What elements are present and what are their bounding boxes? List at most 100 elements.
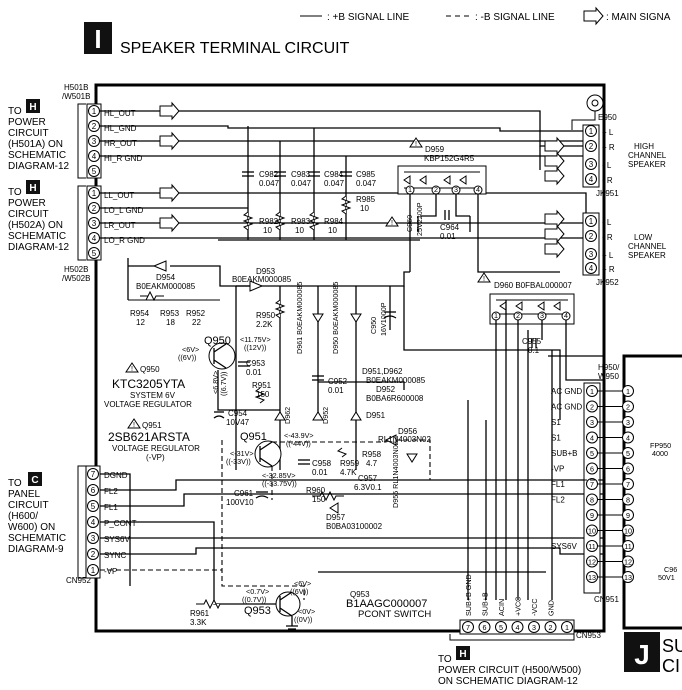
svg-text:W950: W950 — [598, 372, 619, 381]
svg-text:2: 2 — [589, 142, 594, 151]
svg-text:B0EAKM000085: B0EAKM000085 — [232, 275, 292, 284]
svg-text:10: 10 — [295, 226, 304, 235]
svg-text:P_CONT: P_CONT — [104, 519, 137, 528]
svg-text:3: 3 — [589, 160, 594, 169]
svg-text:D952: D952 — [376, 385, 396, 394]
svg-text:6.3V0.1: 6.3V0.1 — [354, 483, 382, 492]
cn951-pin — [586, 431, 598, 444]
legend: : +B SIGNAL LINE : -B SIGNAL LINE : MAIN… — [300, 6, 671, 26]
svg-text:W600) ON: W600) ON — [8, 522, 55, 533]
legend-minus-b: : -B SIGNAL LINE — [475, 12, 555, 23]
right-board-pin-number: 10 — [624, 527, 632, 536]
cn951-pin — [586, 524, 598, 537]
pin-label: HR_OUT — [104, 139, 137, 148]
svg-text:FL2: FL2 — [104, 487, 118, 496]
cn951-label: CN951 — [594, 595, 619, 604]
svg-text:TO: TO — [8, 187, 22, 198]
pin-label: LR_OUT — [104, 221, 136, 230]
pin-label: HL_OUT — [104, 109, 136, 118]
svg-text:H: H — [29, 102, 36, 113]
pin-label: HI_R GND — [104, 154, 142, 163]
cn951-pin — [586, 540, 598, 552]
right-board-pin-number: 1 — [626, 387, 630, 396]
svg-text:<0V>: <0V> — [298, 607, 315, 616]
connector-cn952: 7 6 5 4 3 2 1 DGND FL2 FL1 P_CONT SYS6V … — [85, 465, 604, 605]
svg-text:3: 3 — [91, 534, 96, 543]
q951-part: 2SB621ARSTA — [108, 430, 190, 444]
q953-label: Q953 — [244, 605, 271, 617]
svg-text:Q951: Q951 — [142, 421, 162, 430]
cn953-pin — [478, 621, 491, 633]
left-ref-1: H501B /W501B TO H POWER CIRCUIT (H501A) … — [8, 83, 90, 179]
svg-text:VOLTAGE REGULATOR: VOLTAGE REGULATOR — [104, 400, 192, 409]
svg-text:0.01: 0.01 — [246, 368, 262, 377]
svg-text:CI: CI — [662, 656, 680, 676]
connector-h502: 1 2 3 4 5 LL_OUT LO_L GND LR_OUT LO_R GN… — [86, 185, 145, 261]
svg-text:3: 3 — [92, 219, 97, 228]
d959-label: D959 — [425, 145, 445, 154]
svg-text:!: ! — [133, 420, 135, 429]
svg-text:<6V>: <6V> — [294, 579, 311, 588]
svg-text:2: 2 — [516, 311, 520, 320]
svg-text:4: 4 — [589, 264, 594, 273]
svg-text:3: 3 — [589, 250, 594, 259]
svg-text:- R: - R — [602, 233, 613, 242]
svg-text:CIRCUIT: CIRCUIT — [8, 500, 49, 511]
svg-text:B0BA03100002: B0BA03100002 — [326, 522, 383, 531]
connector-cn952: CN952 — [66, 576, 91, 585]
cn953-pin-label: ACIN — [497, 599, 506, 616]
svg-text:4: 4 — [564, 311, 568, 320]
q950-part: KTC3205YTA — [112, 377, 185, 391]
left-ref-3: TO C PANEL CIRCUIT (H600/ W600) ON SCHEM… — [8, 465, 91, 585]
c952-label: C952 — [328, 377, 348, 386]
cn951-pin-number: 9 — [590, 511, 594, 520]
svg-text:Q953: Q953 — [350, 590, 370, 599]
right-board-pin — [622, 493, 634, 506]
svg-text:<-31V>: <-31V> — [230, 449, 254, 458]
cn951-pin-number: 12 — [588, 558, 596, 567]
svg-text:10V47: 10V47 — [226, 418, 250, 427]
pin-label: HL_GND — [104, 124, 137, 133]
svg-text:<6.8V>: <6.8V> — [211, 371, 220, 394]
svg-text:!: ! — [131, 364, 133, 373]
cn951-pin-number: 10 — [588, 527, 596, 536]
right-board-pin-number: 4 — [626, 434, 630, 443]
cn953-pin-label: SUB+B — [481, 592, 490, 616]
svg-text:LOW: LOW — [634, 233, 653, 242]
section-j-letter: J — [634, 639, 650, 670]
c950-label: C950 — [369, 317, 378, 334]
svg-text:((0V)): ((0V)) — [294, 615, 312, 624]
d952-label: D952 — [321, 407, 330, 424]
q951-transistor-icon — [254, 440, 282, 468]
speaker-signal-lines — [100, 101, 591, 259]
right-board-pin — [622, 400, 634, 413]
cn953-pin — [462, 621, 474, 633]
svg-text:PANEL: PANEL — [8, 489, 40, 500]
cn951-pin-label: SUB+B — [551, 449, 577, 458]
r960-label: R960 — [306, 486, 326, 495]
svg-text:0.047: 0.047 — [324, 179, 345, 188]
cn951-pin-number: 13 — [588, 573, 596, 582]
svg-text:1: 1 — [494, 311, 498, 320]
svg-text:PCONT SWITCH: PCONT SWITCH — [358, 609, 431, 620]
svg-text:((6V)): ((6V)) — [178, 353, 196, 362]
svg-text:4: 4 — [92, 152, 97, 161]
svg-text:+ L: + L — [602, 251, 614, 260]
svg-text:C96: C96 — [664, 565, 677, 574]
q950: Q950 <6V> ((6V)) <6.8V> ((6.7V)) <11.75V… — [178, 335, 280, 427]
right-board-pin-number: 5 — [626, 449, 630, 458]
cn951-pin — [586, 416, 598, 428]
svg-text:((-33.75V)): ((-33.75V)) — [262, 479, 297, 488]
cn951-pin-label: AC GND — [551, 387, 582, 396]
svg-text:((12V)): ((12V)) — [244, 343, 266, 352]
svg-text:0.01: 0.01 — [440, 232, 456, 241]
svg-text:H: H — [459, 649, 466, 660]
cn951-pin — [586, 555, 598, 568]
pin-label: LO_L GND — [104, 206, 143, 215]
cn951-pin — [586, 509, 598, 521]
svg-text:DIAGRAM-12: DIAGRAM-12 — [8, 161, 70, 172]
filter-network: C982 0.047 C983 0.047 C984 0.047 C985 0.… — [218, 126, 420, 241]
right-board-pin-number: 11 — [624, 542, 631, 551]
r952-label: R952 — [186, 309, 206, 318]
